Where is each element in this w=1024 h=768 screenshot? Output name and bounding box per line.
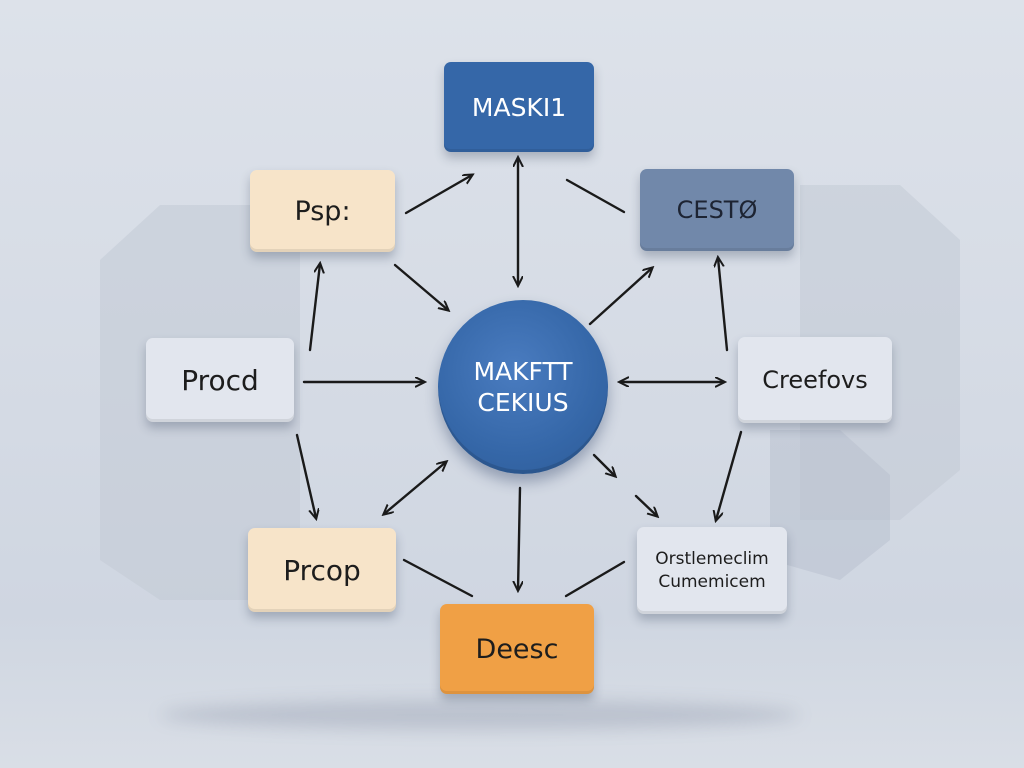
hub-label-line1: MAKFTT: [473, 356, 573, 386]
node-orstlemeclim-line2: Cumemicem: [658, 571, 766, 592]
node-maski[interactable]: MASKI1: [444, 62, 594, 152]
arrow-hub-to-orst-2: [634, 494, 657, 516]
line-maski-cesto: [565, 178, 626, 214]
arrow-hub-to-cesto: [588, 268, 652, 326]
arrow-procd-to-prcop: [295, 433, 316, 518]
node-procd[interactable]: Procd: [146, 338, 294, 422]
node-maski-label: MASKI1: [471, 92, 567, 122]
arrow-pspp-to-maski: [404, 175, 472, 215]
line-orst-deesc: [564, 560, 626, 598]
arrow-procd-to-pspp: [308, 264, 320, 352]
node-creefovs-label: Creefovs: [762, 366, 868, 394]
node-deesc[interactable]: Deesc: [440, 604, 594, 694]
hub-node[interactable]: MAKFTT CEKIUS: [438, 300, 608, 474]
node-cesto[interactable]: CESTØ: [640, 169, 794, 251]
arrow-creefovs-to-orst: [716, 430, 743, 520]
node-orstlemeclim[interactable]: Orstlemeclim Cumemicem: [637, 527, 787, 614]
arrow-pspp-to-hub: [393, 263, 448, 310]
node-prcop[interactable]: Prcop: [248, 528, 396, 612]
node-cesto-label: CESTØ: [676, 196, 758, 224]
node-psp-label: Psp:: [294, 195, 351, 227]
arrow-hub-to-deesc: [518, 486, 520, 590]
arrow-creefovs-to-cesto: [718, 258, 729, 352]
node-procd-label: Procd: [181, 363, 259, 397]
node-orstlemeclim-line1: Orstlemeclim: [655, 549, 769, 570]
ground-shadow: [160, 700, 800, 730]
node-prcop-label: Prcop: [283, 553, 361, 587]
node-psp[interactable]: Psp:: [250, 170, 395, 252]
arrow-hub-prcop: [384, 462, 446, 514]
node-deesc-label: Deesc: [475, 633, 559, 665]
arrow-hub-to-orst-1: [592, 453, 615, 476]
line-prcop-deesc: [402, 558, 474, 598]
node-creefovs[interactable]: Creefovs: [738, 337, 892, 423]
hub-label-line2: CEKIUS: [477, 388, 569, 417]
